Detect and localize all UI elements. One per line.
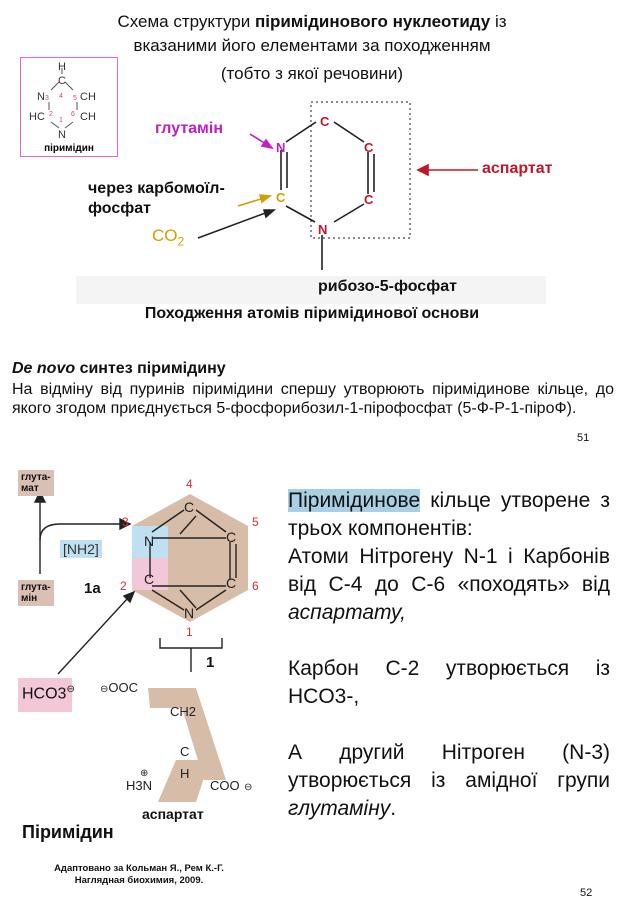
slide-title: Схема структури піримідинового нуклеотид…: [0, 10, 624, 58]
inset-num-5: 5: [73, 95, 77, 102]
pos-4: 4: [186, 477, 193, 491]
step-1: 1: [206, 654, 215, 671]
asp-h: H: [180, 766, 189, 781]
explanation-text: Піримідинове кільце утворене з трьох ком…: [288, 487, 610, 823]
bring-c6: C: [226, 575, 236, 591]
asp-coo: COO: [210, 778, 240, 793]
title-text-2: із: [490, 12, 507, 31]
subtitle: (тобто з якої речовини): [220, 64, 404, 83]
origin-diagram: N C C C N C: [76, 101, 546, 304]
bring-n1: N: [184, 605, 194, 621]
ring-n3: N: [276, 140, 285, 155]
co2-sub: 2: [177, 234, 185, 249]
ring-n1: N: [318, 222, 327, 237]
ring-c4: C: [320, 114, 330, 129]
asp-ch2: CH2: [170, 704, 196, 719]
bring-c2: C: [144, 571, 154, 587]
section-heading: De novo синтез піримідину: [12, 360, 226, 378]
label-co2: CO2: [152, 226, 184, 248]
title-bold: піримідинового нуклеотиду: [254, 12, 491, 31]
inset-num-1: 1: [59, 117, 63, 124]
asp-c: C: [180, 744, 189, 759]
text-p3: А другий Нітроген (N-3) утворюється із а…: [288, 741, 610, 820]
diagram-caption: Походження атомів піримідинової основи: [144, 305, 480, 322]
chip-glutamate: глута-мат: [18, 470, 54, 496]
label-glutamine: глутамін: [155, 120, 223, 137]
asp-nh3-charge: ⊕: [140, 768, 148, 779]
pyrimidine-synthesis-diagram: 4 3 5 2 6 1 N C C C C N ⊖OOC CH2 C H H3N…: [18, 477, 259, 802]
title-line-2: вказаними його елементами за походженням: [133, 36, 491, 55]
ring-c2: C: [276, 190, 286, 205]
label-aspartate: аспартат: [482, 160, 553, 177]
asp-coo-charge: ⊖: [244, 782, 252, 793]
bring-c4: C: [184, 499, 194, 515]
label-ribose: рибозо-5-фосфат: [318, 278, 457, 295]
ring-c5: C: [364, 140, 374, 155]
aspartate-label: аспартат: [142, 806, 204, 822]
inset-atom-c5: CH: [80, 91, 96, 103]
inset-num-6: 6: [71, 111, 75, 118]
inset-atom-c4: C: [58, 75, 66, 87]
pos-2: 2: [120, 579, 127, 593]
inset-atom-n3: N: [37, 91, 45, 103]
credit: Адаптовано за Кольман Я., Рем К.-Г.Нагля…: [54, 863, 224, 886]
step-1a: 1a: [84, 580, 101, 597]
intro-paragraph: На відміну від пуринів піримідини спершу…: [12, 381, 614, 417]
inset-atom-h: H: [58, 61, 66, 73]
asp-ooc: ⊖OOC: [100, 680, 138, 695]
nh2-group: [NH2]: [60, 540, 102, 558]
co2-main: CO: [152, 226, 178, 245]
label-carbamoyl-2: фосфат: [88, 200, 151, 217]
heading-italic: De novo: [12, 360, 76, 377]
label-carbamoyl-1: через карбомоїл-: [88, 180, 225, 197]
inset-atom-n1: N: [58, 129, 66, 141]
inset-label: піримідин: [44, 143, 94, 154]
pos-3: 3: [122, 515, 129, 529]
pyrimidine-inset-structure: H C N 3 4 5 CH HC 2 1 6 CH N піримідин: [29, 61, 96, 154]
inset-num-2: 2: [49, 111, 53, 118]
bring-n3: N: [144, 533, 154, 549]
inset-num-3: 3: [45, 95, 49, 102]
pyrimidine-inset: H C N 3 4 5 CH HC 2 1 6 CH N піримідин: [20, 57, 118, 157]
pos-1: 1: [186, 625, 193, 639]
chip-glutamine: глута-мін: [18, 580, 54, 606]
ring-c6: C: [364, 192, 374, 207]
inset-atom-c2: HC: [29, 111, 45, 123]
heading-rest: синтез піримідину: [75, 360, 226, 377]
page-number-51: 51: [577, 432, 590, 444]
hco3-label: HCO3⊖: [22, 684, 75, 703]
page-number-52: 52: [580, 887, 593, 899]
inset-num-4: 4: [59, 93, 63, 100]
bring-c5: C: [226, 529, 236, 545]
text-p1b: Атоми Нітрогену N-1 і Карбонів від С-4 д…: [288, 545, 610, 624]
asp-h3n: H3N: [126, 778, 152, 793]
text-p1: Піримідинове кільце утворене з трьох ком…: [288, 489, 610, 540]
title-text-1: Схема структури: [117, 12, 255, 31]
aspartate-box: [310, 101, 411, 239]
text-p2: Карбон С-2 утворюється із HCO3-,: [288, 657, 610, 708]
pyrimidine-label: Піримідин: [22, 822, 114, 842]
inset-atom-c6: CH: [80, 111, 96, 123]
pos-6: 6: [252, 579, 259, 593]
pos-5: 5: [252, 515, 259, 529]
